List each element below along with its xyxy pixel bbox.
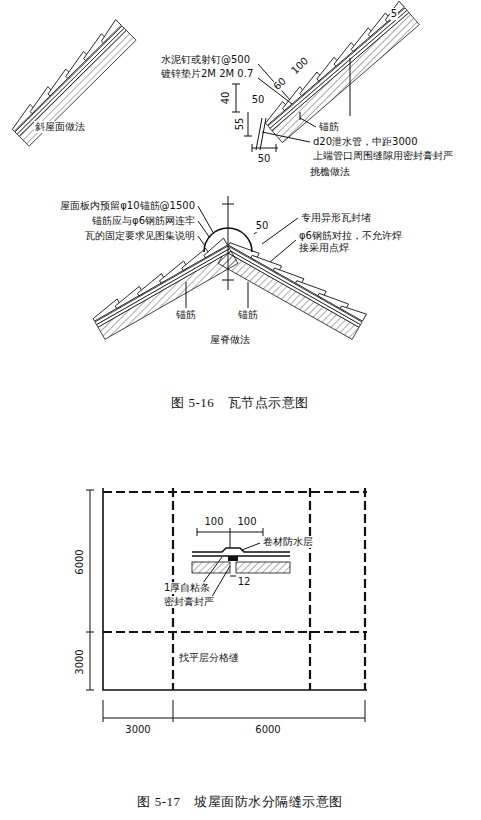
roof-tile (266, 101, 288, 125)
roof-tile (385, 1, 404, 22)
concrete-slab (272, 13, 419, 143)
note-text: 镀锌垫片2M 2M 0.7 (160, 68, 254, 80)
note-text: 锚筋应与φ6钢筋网连牢 (91, 215, 196, 227)
concrete-slab (218, 251, 359, 339)
roof-tile (137, 274, 165, 296)
roof-slope (266, 1, 420, 142)
roof-tile (204, 238, 228, 258)
waterproof-layer (15, 26, 124, 134)
screed-layer (270, 10, 409, 130)
dimension-text: 100 (236, 516, 257, 528)
figure-caption: 图 5-17 坡屋面防水分隔缝示意图 (136, 794, 343, 810)
screed-layer (17, 28, 126, 136)
roof-tile (93, 299, 121, 321)
dimension-line (103, 700, 365, 722)
note-text: d20泄水管，中距3000 (312, 136, 419, 148)
view-title: 斜屋面做法 (34, 121, 86, 133)
tile-detail-figure (12, 1, 419, 339)
note-text: φ6钢筋对拉，不允许焊接采用点焊 (298, 230, 408, 254)
dimension-line (252, 144, 278, 152)
dimension-text: 5 (390, 8, 398, 20)
note-text: 瓦的固定要求见图集说明 (84, 230, 196, 242)
anchor-bar (186, 282, 248, 308)
leader-line (254, 218, 298, 262)
dimension-text: 60 (271, 75, 290, 94)
roof-tile (283, 87, 305, 111)
roof-tile (300, 72, 322, 96)
view-title: 屋脊做法 (209, 334, 251, 346)
dimension-text: 3000 (124, 724, 151, 736)
ridge-centerline (222, 196, 234, 290)
dimension-text: 50 (257, 153, 272, 165)
roof-slope (218, 243, 366, 340)
roof-tile (160, 261, 188, 283)
part-name: 卷材防水层 (262, 536, 314, 548)
dimension-text: 50 (251, 94, 266, 106)
partition-joint-figure (86, 488, 367, 722)
roof-tile (334, 42, 356, 66)
dimension-text: 40 (220, 91, 232, 106)
concrete-slab (98, 251, 238, 339)
roof-tile (351, 28, 373, 52)
part-name: 找平层分格缝 (178, 652, 240, 664)
note-text: 密封膏封严 (163, 596, 215, 608)
note-text: 专用异形瓦封堵 (300, 212, 372, 224)
part-name: 锚筋 (318, 121, 340, 133)
screed-layer (96, 249, 230, 328)
roof-slope (12, 20, 136, 147)
screed-layer (236, 562, 290, 573)
dimension-line (197, 528, 263, 548)
sealant (228, 556, 238, 561)
note-text: 上端管口周围缝隙用密封膏封严 (312, 150, 454, 162)
leader-line (262, 118, 316, 142)
note-text: 水泥钉或射钉@500 (160, 54, 251, 66)
view-title: 挑檐做法 (309, 166, 351, 178)
part-name: 1厚自粘条 (163, 582, 211, 594)
part-name: 锚筋 (237, 309, 259, 321)
roof-edge (103, 488, 367, 690)
dimension-text: 6000 (254, 724, 281, 736)
roof-tile (182, 248, 210, 270)
waterproof-layer (227, 246, 362, 325)
note-text: 屋面板内预留φ10锚筋@1500 (59, 200, 196, 212)
membrane-layer (192, 548, 290, 556)
roof-tile (340, 306, 366, 321)
figure-caption: 图 5-16 瓦节点示意图 (170, 395, 310, 411)
roof-slope (93, 238, 238, 339)
dimension-text: 55 (234, 117, 246, 132)
roof-tile (115, 286, 143, 308)
part-name: 锚筋 (175, 309, 197, 321)
partition-joint (103, 488, 367, 690)
dimension-text: 12 (237, 576, 252, 588)
dimension-text: 100 (203, 516, 224, 528)
screed-layer (225, 249, 360, 328)
waterproof-layer (268, 8, 407, 128)
dimension-text: 50 (255, 220, 270, 232)
dimension-line (86, 490, 94, 690)
waterproof-layer (95, 246, 229, 325)
dimension-line (232, 84, 252, 136)
dimension-text: 100 (288, 54, 312, 77)
leader-line (198, 206, 214, 246)
dimension-text: 3000 (74, 648, 86, 675)
dimension-text: 6000 (74, 548, 86, 575)
concrete-slab (19, 30, 136, 146)
roof-tile (101, 20, 121, 43)
roof-tile (317, 57, 339, 81)
